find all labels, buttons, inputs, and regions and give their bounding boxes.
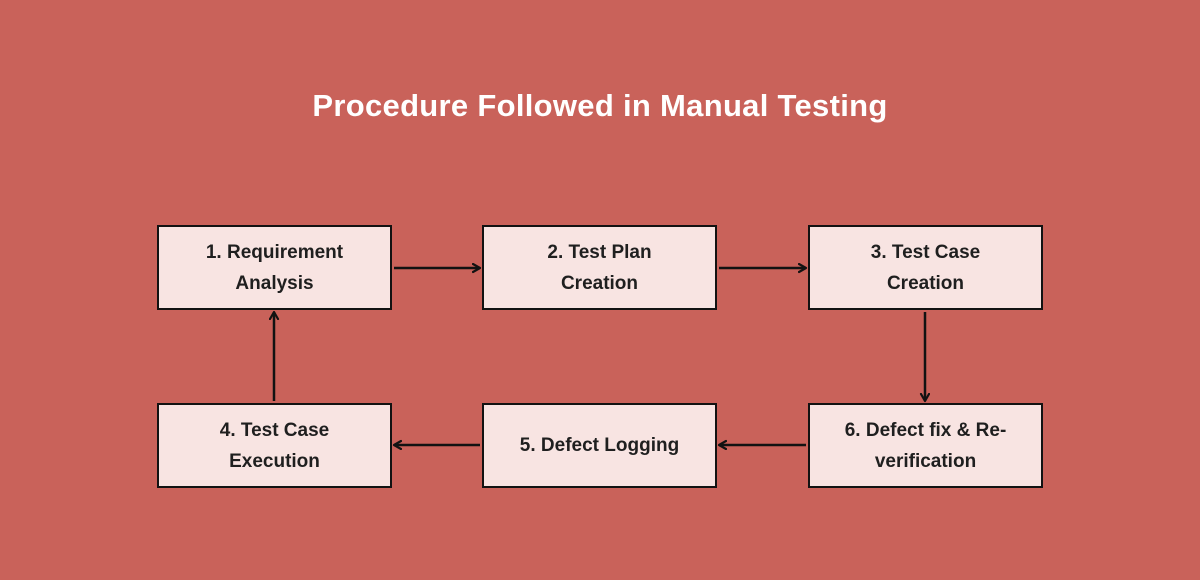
box-label-line2: Creation xyxy=(560,272,639,294)
box-label-line2: Creation xyxy=(886,272,965,294)
flow-box-requirement-analysis: 1. Requirement Analysis xyxy=(157,225,392,310)
box-label-line1: 3. Test Case xyxy=(870,241,981,263)
flow-box-defect-fix-reverification: 6. Defect fix & Re- verification xyxy=(808,403,1043,488)
box-label-line1: 2. Test Plan xyxy=(547,241,652,263)
flow-box-test-case-creation: 3. Test Case Creation xyxy=(808,225,1043,310)
flow-box-test-case-execution: 4. Test Case Execution xyxy=(157,403,392,488)
box-label-line1: 6. Defect fix & Re- xyxy=(844,419,1007,441)
flow-box-defect-logging: 5. Defect Logging xyxy=(482,403,717,488)
flow-box-test-plan-creation: 2. Test Plan Creation xyxy=(482,225,717,310)
box-label-line2: Analysis xyxy=(235,272,314,294)
box-label-line1: 4. Test Case xyxy=(219,419,330,441)
box-label-line1: 1. Requirement xyxy=(205,241,344,263)
box-label-line1: 5. Defect Logging xyxy=(519,435,680,456)
page-title: Procedure Followed in Manual Testing xyxy=(312,88,888,123)
box-label-line2: Execution xyxy=(229,450,320,472)
box-label-line2: verification xyxy=(874,450,977,472)
